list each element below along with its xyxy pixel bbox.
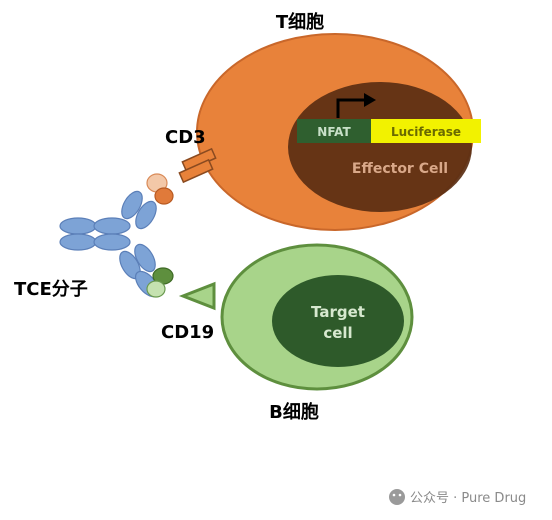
luciferase-box — [371, 119, 481, 143]
b-cell-nucleus — [272, 275, 404, 367]
t-cell: NFAT Luciferase Effector Cell — [196, 33, 481, 231]
target-cell-label-line1: Target — [311, 303, 365, 321]
cd3-label: CD3 — [165, 127, 206, 148]
wechat-icon — [389, 489, 405, 505]
watermark-text: 公众号 · Pure Drug — [410, 491, 526, 506]
b-cell-title: B细胞 — [269, 401, 319, 423]
cd19-binding-domain — [146, 280, 166, 298]
cd19-receptor — [178, 281, 216, 311]
t-cell-title: T细胞 — [276, 11, 324, 33]
t-cell-nucleus — [288, 82, 472, 212]
nfat-label: NFAT — [317, 125, 351, 139]
tce-molecule — [59, 173, 174, 298]
b-cell: Target cell — [220, 243, 414, 391]
cd3-receptor — [178, 147, 217, 184]
target-cell-label-line2: cell — [323, 324, 352, 342]
effector-cell-label: Effector Cell — [352, 161, 448, 177]
arrowhead-icon — [364, 93, 376, 107]
cd3-binding-domain — [154, 187, 174, 205]
watermark: 公众号 · Pure Drug — [389, 489, 526, 506]
cd19-label: CD19 — [161, 322, 214, 343]
nfat-box — [297, 119, 371, 143]
promoter-arrow-icon — [336, 98, 364, 118]
tce-label: TCE分子 — [14, 279, 88, 300]
luciferase-label: Luciferase — [391, 125, 461, 139]
